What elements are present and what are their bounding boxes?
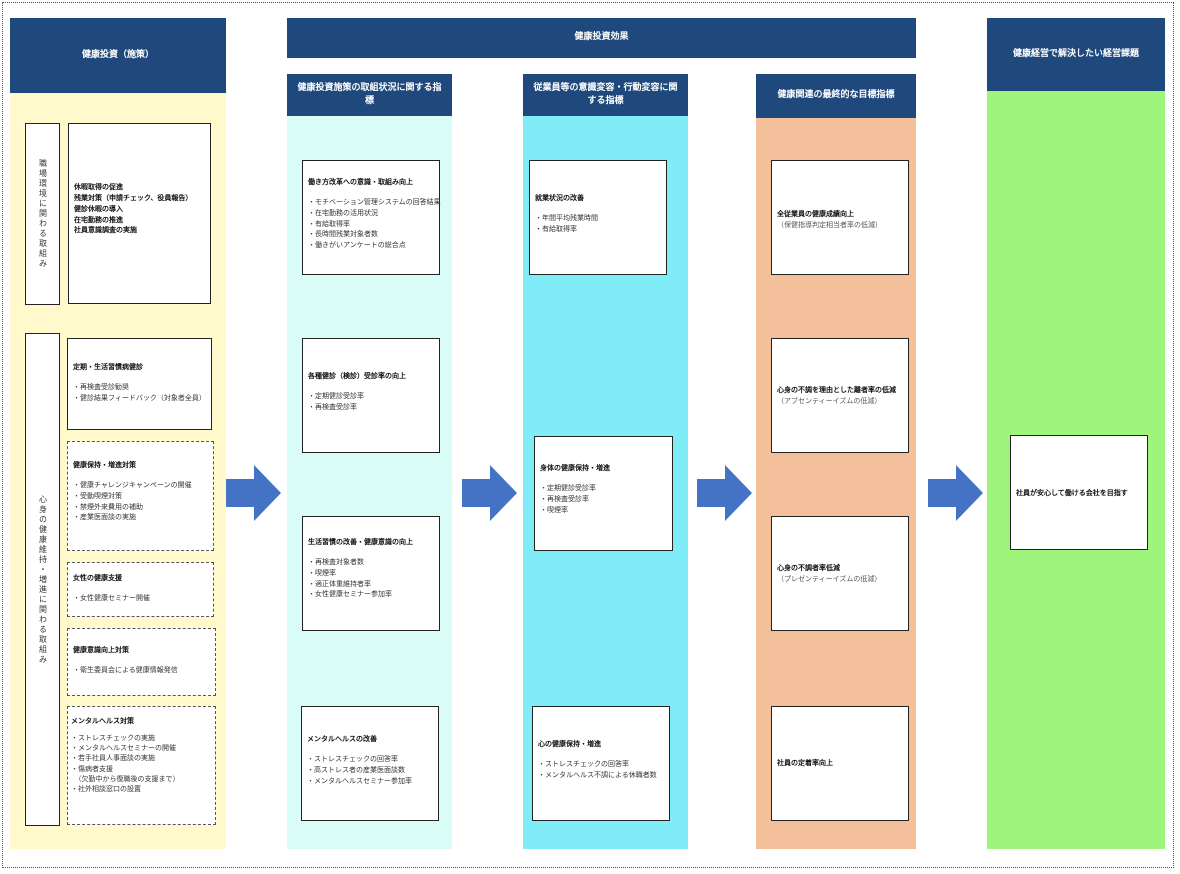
box-item: ・メンタルヘルス不調による休職者数 xyxy=(538,770,657,779)
box-item: ・高ストレス者の産業医面談数 xyxy=(307,765,405,774)
box-item: ・喫煙率 xyxy=(308,568,336,577)
box-title: 定期・生活習慣病健診 xyxy=(73,363,143,371)
header-effects: 健康投資効果 xyxy=(287,18,916,58)
box-item: ・長時間残業対象者数 xyxy=(308,230,378,239)
box-item: ・傷病者支援 xyxy=(71,764,113,773)
box-title: 身体の健康保持・増進 xyxy=(540,464,610,472)
box-title: 社員の定着率向上 xyxy=(777,759,833,767)
mental-health-measures-box: メンタルヘルス対策 ・ストレスチェックの実施 ・メンタルヘルスセミナーの開催 ・… xyxy=(67,706,216,825)
box-item: （欠勤中から復職後の支援まで） xyxy=(71,774,180,783)
flow-arrow-icon xyxy=(226,465,281,521)
behavior-box-physical: 身体の健康保持・増進 ・定期健診受診率 ・再検査受診率 ・喫煙率 xyxy=(534,436,673,551)
box-item: ・再検査受診率 xyxy=(540,494,589,503)
box-title: 健康保持・増進対策 xyxy=(73,461,136,469)
flow-arrow-icon xyxy=(928,465,983,521)
indicator-box-mental: メンタルヘルスの改善 ・ストレスチェックの回答率 ・高ストレス者の産業医面談数 … xyxy=(301,706,439,821)
box-item: ・受動喫煙対策 xyxy=(73,491,122,500)
box-item: ・再検査受診勧奨 xyxy=(73,382,129,391)
box-item: ・定期健診受診率 xyxy=(308,391,364,400)
box-title: 全従業員の健康成績向上 xyxy=(777,210,854,218)
box-item: ・定期健診受診率 xyxy=(540,483,596,492)
flow-arrow-icon xyxy=(462,465,517,521)
behavior-box-mental: 心の健康保持・増進 ・ストレスチェックの回答率 ・メンタルヘルス不調による休職者… xyxy=(532,706,670,821)
indicator-box-lifestyle: 生活習慣の改善・健康意識の向上 ・再検査対象者数 ・喫煙率 ・適正体重維持者率 … xyxy=(302,516,440,631)
header-issues: 健康経営で解決したい経営課題 xyxy=(987,18,1165,91)
env-item: 健診休暇の導入 xyxy=(74,204,123,213)
indicator-box-workstyle: 働き方改革への意識・取組み向上 ・モチベーション管理システムの回答結果 ・在宅勤… xyxy=(302,160,441,275)
box-item: ・有給取得率 xyxy=(308,219,350,228)
box-title: 女性の健康支援 xyxy=(73,574,122,582)
box-item: ・ストレスチェックの回答率 xyxy=(307,754,398,763)
health-category-text: 心身の健康維持・増進に関わる取組み xyxy=(38,494,48,665)
env-item: 休暇取得の促進 xyxy=(74,183,123,191)
box-item: ・働きがいアンケートの総合点 xyxy=(308,241,406,250)
box-item: ・女性健康セミナー開催 xyxy=(73,593,150,602)
box-item: ・社外相談窓口の設置 xyxy=(71,784,141,793)
box-item: ・再検査対象者数 xyxy=(308,557,364,566)
header-indicators: 健康投資施策の取組状況に関する指標 xyxy=(287,74,452,116)
box-item: ・衛生委員会による健康情報発信 xyxy=(73,665,178,674)
env-item: 社員意識調査の実施 xyxy=(74,226,137,235)
box-item: ・産業医面談の実施 xyxy=(73,513,136,522)
final-box-absenteeism: 心身の不調を理由とした離者率の低減 （アブセンティーイズムの低減） xyxy=(771,338,909,453)
box-item: ・女性健康セミナー参加率 xyxy=(308,590,392,599)
womens-health-box: 女性の健康支援 ・女性健康セミナー開催 xyxy=(67,562,214,617)
env-item: 在宅勤務の推進 xyxy=(74,215,123,224)
health-category-label: 心身の健康維持・増進に関わる取組み xyxy=(25,333,60,826)
final-box-presenteeism: 心身の不調者率低減 （プレゼンティーイズムの低減） xyxy=(771,516,909,631)
box-item: ・健康チャレンジキャンペーンの開催 xyxy=(73,480,192,489)
box-item: ・ストレスチェックの回答率 xyxy=(538,759,629,768)
box-title: 健康意識向上対策 xyxy=(73,646,129,654)
box-title: 心身の不調者率低減 xyxy=(777,564,840,572)
box-item: ・在宅勤務の活用状況 xyxy=(308,208,378,217)
box-title: 生活習慣の改善・健康意識の向上 xyxy=(308,538,413,546)
goal-box: 社員が安心して働ける会社を目指す xyxy=(1010,435,1148,550)
box-item: ・メンタルヘルスセミナーの開催 xyxy=(71,744,176,753)
final-box-health-score: 全従業員の健康成績向上 （保健指導判定相当者率の低減） xyxy=(771,160,909,275)
env-category-label: 職場環境に関わる取組み xyxy=(25,123,60,305)
box-subtitle: （保健指導判定相当者率の低減） xyxy=(777,220,882,229)
box-item: ・適正体重維持者率 xyxy=(308,579,371,588)
box-title: 就業状況の改善 xyxy=(535,194,584,202)
header-investment: 健康投資（施策） xyxy=(10,18,226,93)
box-item: ・メンタルヘルスセミナー参加率 xyxy=(307,776,412,785)
box-title: 各種健診（検診）受診率の向上 xyxy=(308,372,406,380)
box-item: ・喫煙率 xyxy=(540,505,568,514)
box-item: ・ストレスチェックの実施 xyxy=(71,734,155,743)
box-subtitle: （プレゼンティーイズムの低減） xyxy=(777,574,882,583)
header-final: 健康関連の最終的な目標指標 xyxy=(756,74,916,118)
box-subtitle: （アブセンティーイズムの低減） xyxy=(777,396,882,405)
box-item: ・健診結果フィードバック（対象者全員） xyxy=(73,393,206,402)
box-title: 心の健康保持・増進 xyxy=(538,740,601,748)
box-item: ・再検査受診率 xyxy=(308,402,357,411)
box-item: ・年間平均残業時間 xyxy=(535,213,598,222)
flow-arrow-icon xyxy=(697,465,752,521)
env-category-text: 職場環境に関わる取組み xyxy=(38,159,48,269)
box-title: メンタルヘルスの改善 xyxy=(307,735,377,743)
box-item: ・禁煙外来費用の補助 xyxy=(73,502,143,511)
box-title: メンタルヘルス対策 xyxy=(71,717,134,725)
behavior-box-work: 就業状況の改善 ・年間平均残業時間 ・有給取得率 xyxy=(529,160,667,275)
box-item: ・若手社員人事面談の実施 xyxy=(71,754,155,763)
box-title: 働き方改革への意識・取組み向上 xyxy=(308,178,413,186)
box-title: 心身の不調を理由とした離者率の低減 xyxy=(777,386,896,394)
checkup-measure-box: 定期・生活習慣病健診 ・再検査受診勧奨 ・健診結果フィードバック（対象者全員） xyxy=(67,338,212,430)
indicator-box-checkup: 各種健診（検診）受診率の向上 ・定期健診受診率 ・再検査受診率 xyxy=(302,338,440,453)
box-item: ・モチベーション管理システムの回答結果 xyxy=(308,197,441,206)
box-item: ・有給取得率 xyxy=(535,224,577,233)
health-promotion-box: 健康保持・増進対策 ・健康チャレンジキャンペーンの開催 ・受動喫煙対策 ・禁煙外… xyxy=(67,441,214,551)
goal-text: 社員が安心して働ける会社を目指す xyxy=(1016,489,1128,497)
env-measures-box: 休暇取得の促進 残業対策（申請チェック、役員報告） 健診休暇の導入 在宅勤務の推… xyxy=(68,123,211,304)
health-awareness-box: 健康意識向上対策 ・衛生委員会による健康情報発信 xyxy=(67,628,216,696)
env-item: 残業対策（申請チェック、役員報告） xyxy=(74,193,193,202)
final-box-retention: 社員の定着率向上 xyxy=(771,706,909,821)
header-behavior: 従業員等の意識変容・行動変容に関する指標 xyxy=(523,74,688,116)
